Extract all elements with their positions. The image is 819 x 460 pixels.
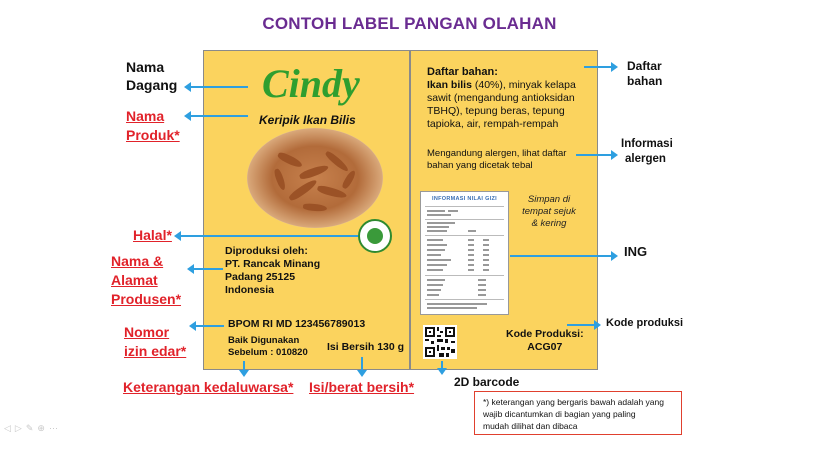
label-nama-dagang: Nama Dagang [126, 59, 178, 93]
best-before-date: Baik Digunakan Sebelum : 010820 [228, 335, 308, 358]
arrow-nama-produk [184, 111, 248, 121]
arrow-kedaluwarsa [239, 361, 249, 377]
arrow-barcode [437, 361, 447, 375]
label-produsen: Nama & Alamat Produsen* [111, 253, 182, 307]
label-2d-barcode: 2D barcode [454, 375, 520, 389]
product-photo [247, 128, 383, 228]
label-isi-berat-bersih: Isi/berat bersih* [309, 379, 415, 395]
brand-name: Cindy [262, 61, 360, 106]
label-keterangan-kedaluwarsa: Keterangan kedaluwarsa* [123, 379, 294, 395]
menu-icon[interactable]: ⋯ [48, 423, 62, 433]
producer-address: Diproduksi oleh: PT. Rancak Minang Padan… [225, 245, 321, 296]
arrow-alergen [576, 150, 618, 160]
product-name: Keripik Ikan Bilis [259, 113, 356, 127]
storage-instruction: Simpan di tempat sejuk & kering [522, 194, 576, 229]
zoom-icon[interactable]: ⊕ [37, 423, 49, 433]
slideshow-toolbar[interactable]: ◁▷✎⊕⋯ [4, 423, 62, 434]
ingredient-list: Daftar bahan: Ikan bilis (40%), minyak k… [427, 66, 576, 130]
arrow-nomor-izin [189, 321, 224, 331]
previous-icon[interactable]: ◁ [4, 423, 15, 433]
net-weight: Isi Bersih 130 g [327, 341, 405, 353]
label-kode-produksi: Kode produksi [606, 317, 684, 329]
diagram-title: CONTOH LABEL PANGAN OLAHAN [262, 14, 557, 33]
nutrition-facts-table: INFORMASI NILAI GIZI [420, 191, 509, 315]
bpom-number: BPOM RI MD 123456789013 [228, 318, 366, 330]
allergen-info: Mengandung alergen, lihat daftar bahan y… [427, 148, 567, 171]
arrow-daftar-bahan [584, 62, 618, 72]
arrow-produsen [187, 264, 223, 274]
production-code: Kode Produksi: ACG07 [506, 328, 584, 353]
arrow-ing [510, 251, 618, 261]
pen-icon[interactable]: ✎ [25, 423, 38, 433]
next-icon[interactable]: ▷ [14, 423, 26, 433]
arrow-halal [174, 231, 358, 241]
label-halal: Halal* [133, 227, 172, 243]
label-informasi-alergen: Informasi alergen [621, 138, 673, 165]
arrow-berat-bersih [357, 357, 367, 377]
arrow-kode-produksi [567, 320, 601, 330]
arrow-nama-dagang [184, 82, 248, 92]
qr-code [423, 325, 457, 359]
label-nama-produk: Nama Produk* [126, 108, 180, 143]
label-nomor-izin-edar: Nomor izin edar* [124, 324, 187, 359]
label-ing: ING [624, 244, 648, 259]
label-fold-line [409, 50, 411, 370]
mandatory-footnote: *) keterangan yang bergaris bawah adalah… [474, 391, 682, 435]
label-daftar-bahan: Daftar bahan [627, 59, 663, 88]
halal-logo [358, 219, 392, 253]
